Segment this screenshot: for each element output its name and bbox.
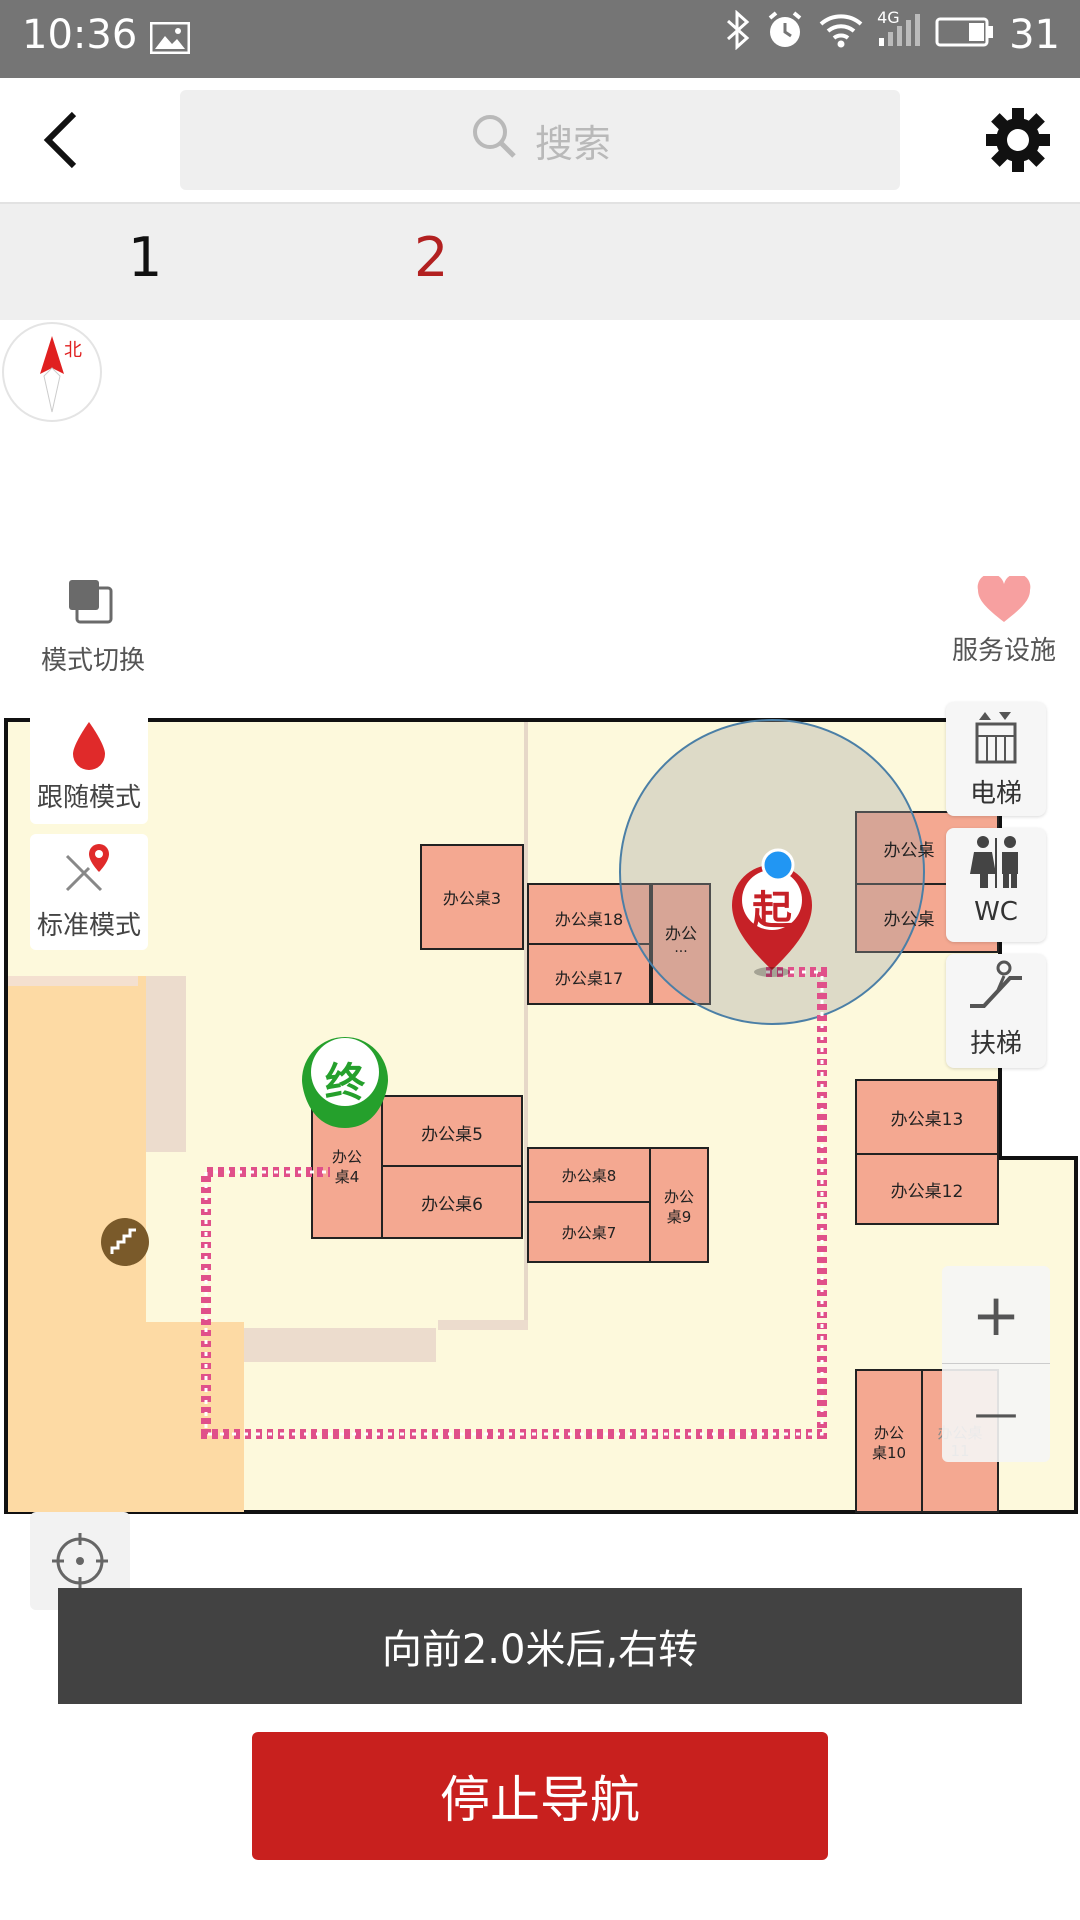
desk-unnamed [651, 883, 711, 1005]
stairs-icon [101, 1218, 149, 1266]
status-time: 10:36 [22, 12, 138, 58]
desk-label: 办公 [873, 1424, 904, 1442]
desk-label: 办公桌5 [421, 1125, 483, 1145]
standard-mode-button[interactable]: 标准模式 [30, 834, 148, 950]
wc-button[interactable]: WC [946, 828, 1046, 942]
alarm-icon [765, 10, 805, 60]
current-location-dot [761, 848, 795, 882]
battery-level: 31 [1009, 12, 1060, 58]
wall-segment [240, 1328, 436, 1362]
start-marker-icon [732, 865, 812, 977]
desk-18 [527, 883, 651, 945]
desk-label: 桌10 [871, 1444, 907, 1462]
battery-icon [935, 12, 995, 58]
restroom-icon [970, 836, 1018, 888]
elevator-icon [975, 712, 1017, 764]
compass-icon [40, 336, 64, 413]
desk-label: 办公桌13 [890, 1110, 964, 1130]
status-bar: 10:36 4G 31 [0, 0, 1080, 78]
desk-3 [420, 844, 524, 950]
mode-switch-button[interactable]: 模式切换 [30, 578, 156, 678]
desk-label: 办公 [663, 1188, 694, 1206]
floor-plan [4, 718, 1078, 1514]
desk-label: 桌4 [334, 1168, 360, 1186]
search-placeholder: 搜索 [534, 121, 611, 166]
desk-label: 办公桌 [883, 841, 935, 861]
wifi-icon [819, 12, 863, 58]
desk-label: 办公桌18 [554, 910, 624, 929]
desk-label: 办公 [664, 924, 697, 943]
desk-label: 办公 [331, 1148, 362, 1166]
desk-label: 办公桌12 [890, 1182, 964, 1202]
stop-navigation-button[interactable]: 停止导航 [252, 1732, 828, 1860]
navigation-instruction: 向前2.0米后,右转 [58, 1588, 1022, 1704]
back-arrow-icon [43, 111, 77, 169]
start-marker-label: 起 [752, 888, 792, 934]
location-drop-icon [73, 722, 105, 770]
services-button[interactable]: 服务设施 [944, 573, 1064, 680]
desk-12 [855, 1153, 999, 1225]
escalator-label: 扶梯 [969, 1029, 1022, 1059]
zoom-control: + — [942, 1266, 1050, 1462]
mode-switch-label: 模式切换 [40, 646, 145, 676]
floor-tab-2[interactable]: 2 [414, 226, 449, 289]
wall-segment [438, 1320, 528, 1330]
zoom-in-button[interactable]: + [942, 1266, 1050, 1364]
wall-segment [146, 976, 186, 1152]
map-pin-route-icon [65, 844, 109, 892]
desk-label: 办公桌6 [421, 1195, 483, 1215]
desk-label: 办公桌 [883, 910, 935, 930]
desk-5 [381, 1095, 523, 1167]
network-type: 4G [877, 8, 900, 27]
escalator-icon [970, 960, 1022, 1008]
floor-tab-1[interactable]: 1 [128, 226, 163, 289]
zoom-out-button[interactable]: — [974, 1387, 1018, 1439]
desk-17 [527, 943, 651, 1005]
gallery-notification-icon [149, 21, 191, 58]
wc-label: WC [974, 897, 1018, 927]
navigation-route [201, 967, 827, 1439]
desk-7 [527, 1201, 651, 1263]
desk-label: 办公桌17 [554, 969, 624, 988]
layers-icon [69, 580, 113, 624]
escalator-button[interactable]: 扶梯 [946, 954, 1046, 1068]
search-icon [469, 111, 519, 170]
zone-area [8, 1322, 244, 1512]
desk-label: 桌9 [666, 1208, 692, 1226]
compass-button[interactable]: 北 [2, 322, 102, 422]
follow-mode-label: 跟随模式 [36, 783, 141, 813]
heart-icon [977, 573, 1031, 622]
floor-selector: 1 2 [0, 204, 1080, 320]
search-input[interactable]: 搜索 [180, 90, 900, 190]
desk-13 [855, 1079, 999, 1155]
desk-10 [855, 1369, 923, 1513]
navigation-route-arrows [204, 970, 824, 1436]
desk-label: 办公桌3 [442, 889, 502, 908]
crosshair-icon [52, 1533, 108, 1589]
zone-edge [8, 976, 138, 986]
bluetooth-icon [725, 9, 751, 60]
desk-9 [649, 1147, 709, 1263]
desk-label: 办公桌8 [561, 1167, 617, 1185]
desk-label: ... [674, 940, 688, 956]
end-marker-icon [302, 1036, 389, 1128]
back-button[interactable] [34, 108, 94, 172]
desk-label: 办公桌7 [561, 1224, 617, 1242]
app-header: 搜索 [0, 78, 1080, 204]
desk-6 [381, 1165, 523, 1239]
gear-icon [986, 108, 1050, 172]
services-label: 服务设施 [951, 636, 1056, 666]
end-marker-label: 终 [325, 1060, 365, 1106]
settings-button[interactable] [984, 106, 1052, 174]
indoor-map[interactable]: 办公桌3 办公桌18 办公桌17 办公 ... 办公桌5 办公桌6 办公 桌4 … [0, 320, 1080, 1610]
elevator-label: 电梯 [969, 779, 1022, 809]
follow-mode-button[interactable]: 跟随模式 [30, 712, 148, 824]
compass-north-label: 北 [64, 340, 82, 361]
signal-icon: 4G [877, 8, 921, 58]
standard-mode-label: 标准模式 [36, 911, 141, 941]
elevator-button[interactable]: 电梯 [946, 702, 1046, 816]
